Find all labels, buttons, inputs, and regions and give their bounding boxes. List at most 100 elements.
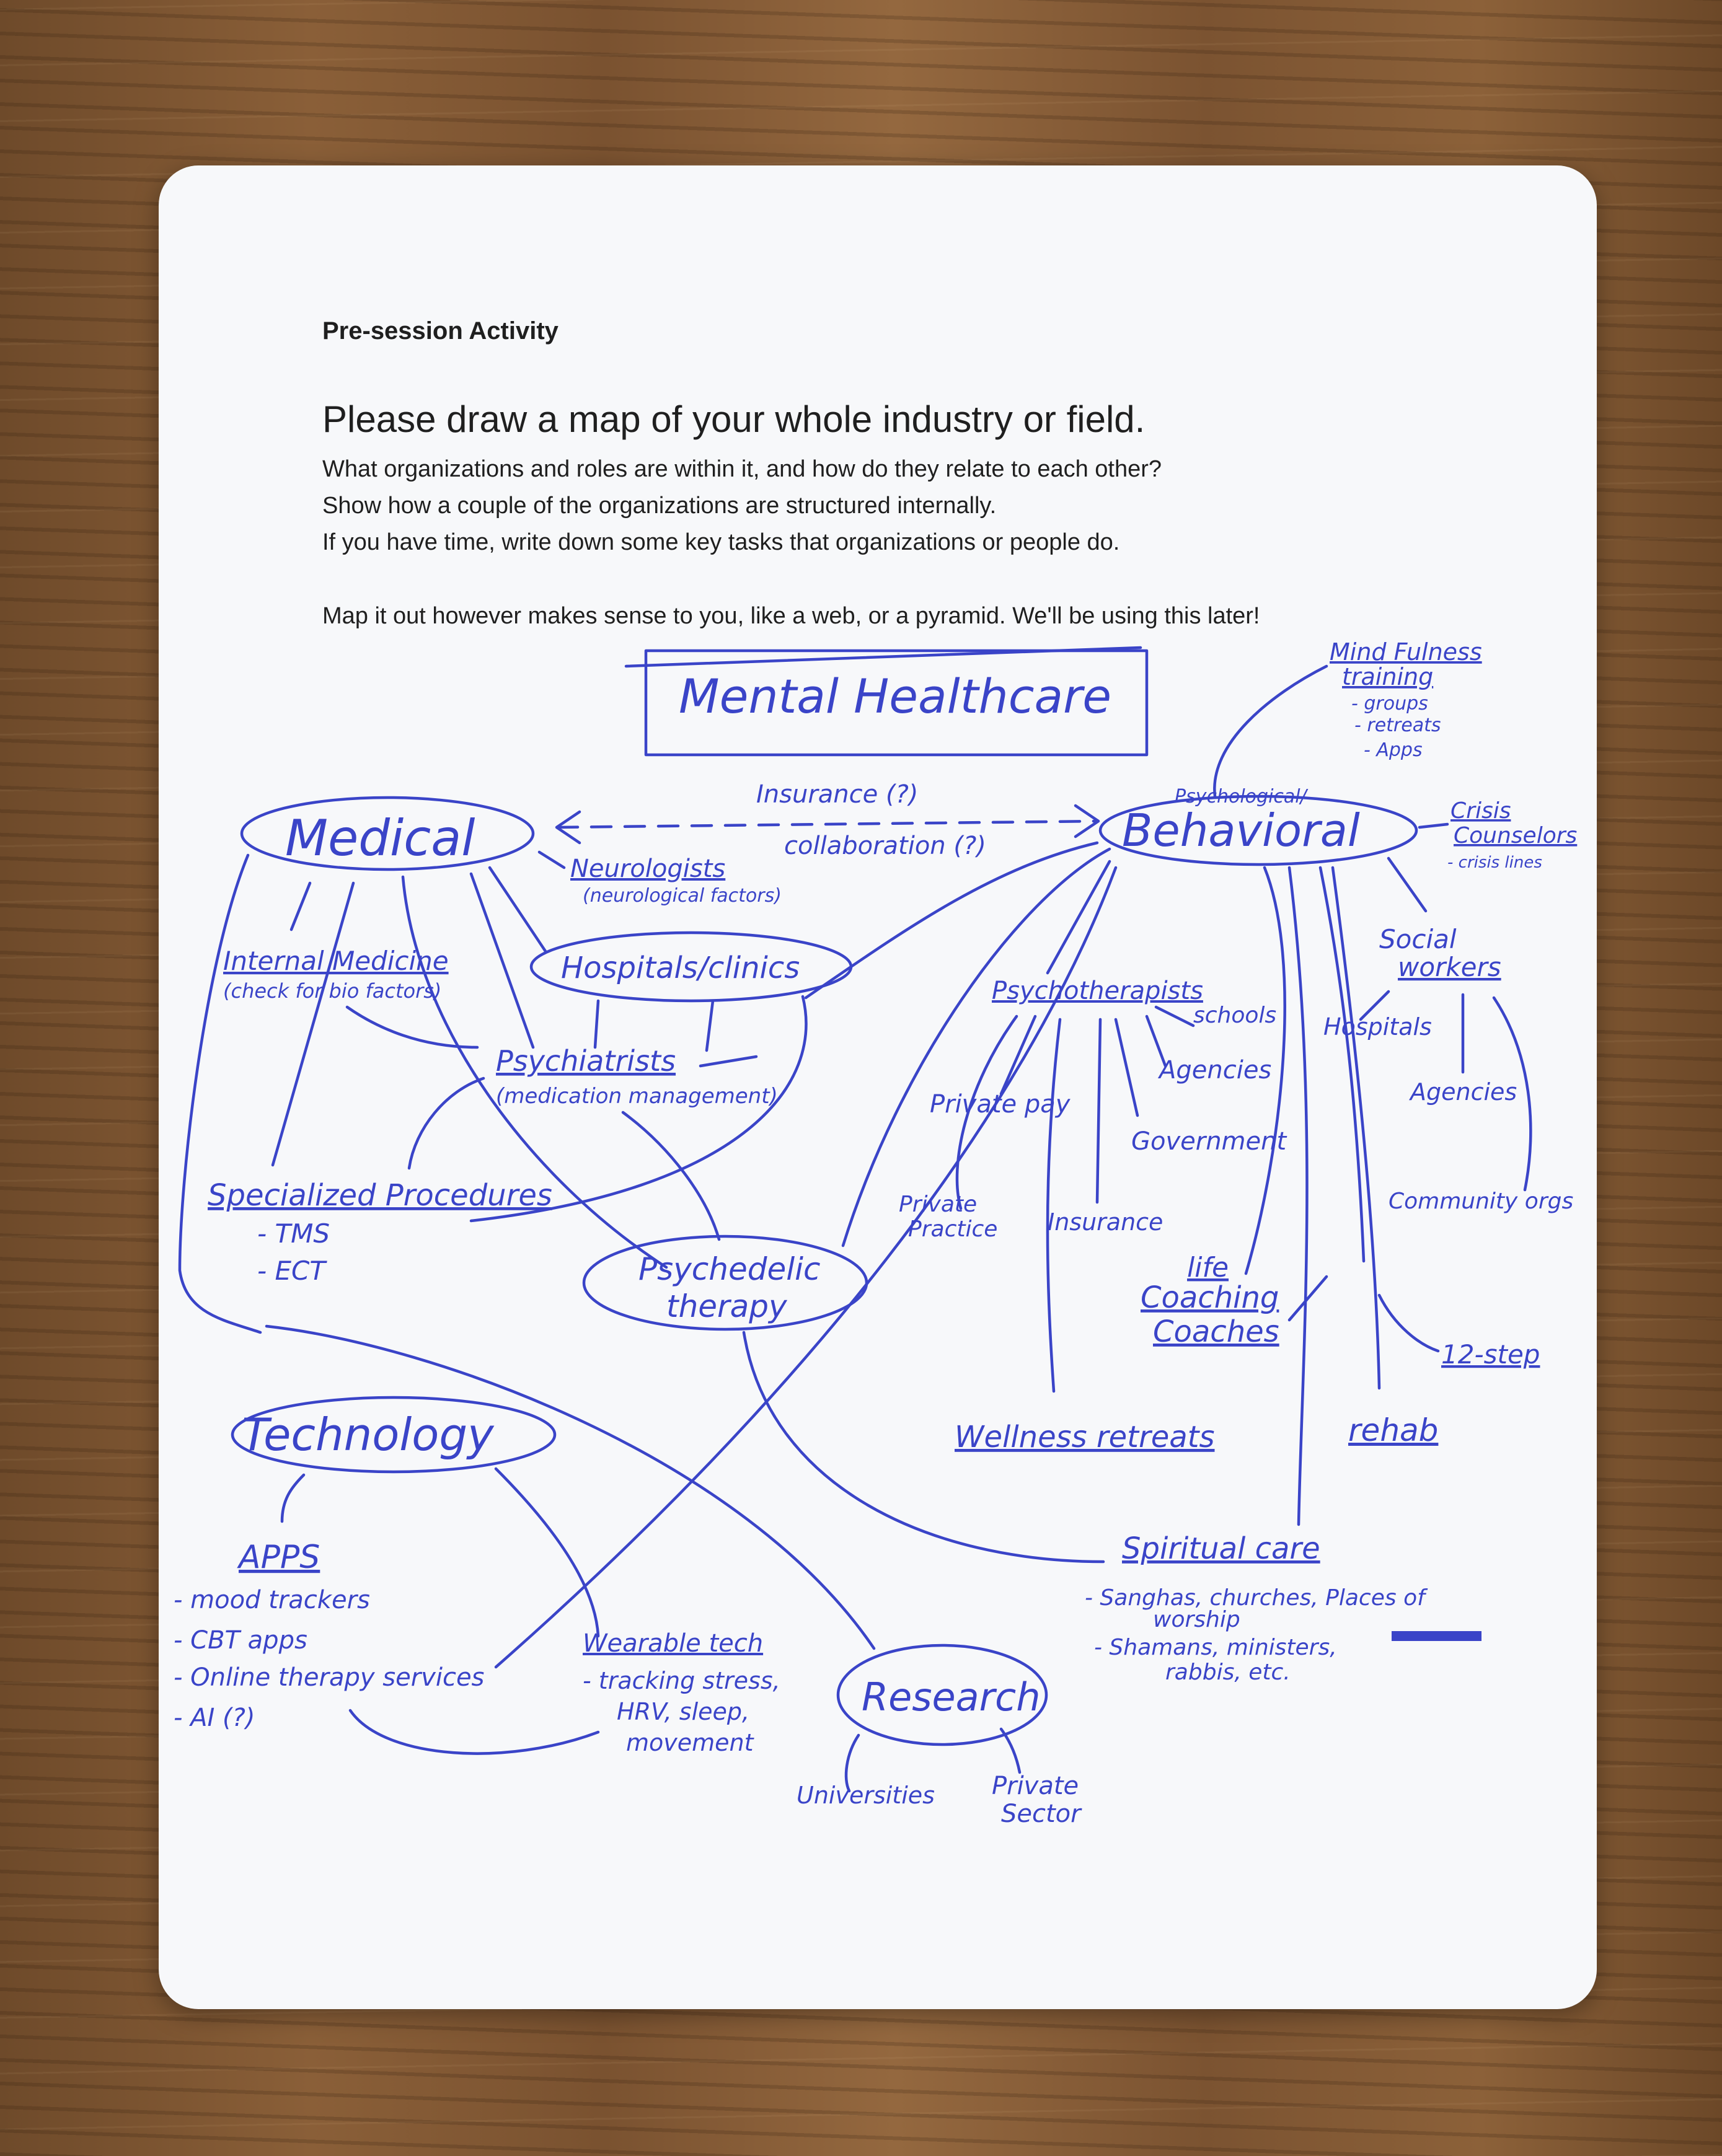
hospitals-clinics-label: Hospitals/clinics — [561, 951, 800, 985]
private-sector-sector: Sector — [1001, 1800, 1082, 1828]
edge-behavioral-coaching — [1244, 866, 1286, 1275]
spiritual-item-2: - Shamans, ministers, — [1094, 1635, 1337, 1660]
edge-psycho-wellness — [1046, 1018, 1062, 1393]
map-title: Mental Healthcare — [679, 669, 1111, 724]
edge-behavioral-hospitals — [804, 841, 1099, 1000]
edge-behavioral-rehab — [1331, 866, 1381, 1390]
edge-social-hospitals — [1359, 990, 1390, 1021]
workers-label: workers — [1398, 952, 1501, 982]
edge-medical-neuro — [537, 850, 566, 869]
private-sector-private: Private — [992, 1772, 1079, 1800]
practice-label: Practice — [908, 1217, 997, 1242]
edge-twelvestep-arrow — [1377, 1293, 1440, 1353]
procedure-tms: - TMS — [257, 1218, 330, 1249]
behavioral-ellipse — [1098, 794, 1418, 866]
mindfulness-groups: - groups — [1351, 693, 1428, 715]
internal-medicine-note: (check for bio factors) — [223, 979, 441, 1003]
edge-social-community — [1492, 996, 1532, 1192]
medical-label: Medical — [285, 809, 475, 867]
mindfulness-apps: - Apps — [1364, 739, 1423, 761]
schools-label: schools — [1193, 1003, 1276, 1028]
edge-psychiatrists-right — [699, 1055, 758, 1068]
wearable-item-2: HRV, sleep, — [617, 1698, 749, 1725]
edge-behavioral-spiritual — [1287, 866, 1309, 1526]
spiritual-care-label: Spiritual care — [1122, 1531, 1320, 1566]
edge-psychiatrists-psychedelic — [621, 1111, 721, 1241]
technology-label: Technology — [242, 1409, 495, 1461]
edge-medical-research — [265, 1324, 876, 1650]
insurance-label: Insurance — [1048, 1208, 1163, 1236]
link-arrow-right — [1074, 804, 1100, 838]
training-label: training — [1342, 663, 1433, 690]
edge-coaching-mark — [1287, 1275, 1328, 1322]
crisis-label: Crisis — [1450, 798, 1511, 824]
coaches-label: Coaches — [1153, 1314, 1279, 1349]
edge-behavioral-social — [1387, 856, 1428, 913]
worksheet-paper — [159, 165, 1597, 2009]
edge-psycho-schools — [1154, 1005, 1195, 1027]
technology-ellipse — [231, 1396, 557, 1474]
psychotherapists-label: Psychotherapists — [992, 977, 1203, 1005]
edge-medical-left — [178, 853, 262, 1334]
life-label: life — [1187, 1252, 1229, 1283]
edge-medical-hospitals — [488, 866, 547, 953]
social-label: Social — [1379, 924, 1457, 954]
edge-psychedelic-spiritual — [742, 1331, 1105, 1564]
edge-behavioral-mindfulness — [1213, 664, 1328, 798]
behavioral-prefix: Psychological/ — [1175, 786, 1309, 807]
procedure-ect: - ECT — [257, 1256, 327, 1286]
private-pay-label: Private pay — [930, 1090, 1071, 1119]
edge-tech-wearable — [494, 1467, 600, 1638]
wellness-retreats-label: Wellness retreats — [955, 1420, 1214, 1454]
twelve-step-label: 12-step — [1441, 1339, 1540, 1370]
neurologists-label: Neurologists — [570, 855, 725, 883]
behavioral-label: Behavioral — [1122, 804, 1360, 856]
research-label: Research — [862, 1674, 1041, 1720]
edge-psychiatrists-procedures — [407, 1076, 485, 1170]
wearable-item-1: - tracking stress, — [583, 1667, 780, 1694]
therapy-label: therapy — [666, 1288, 788, 1324]
mindfulness-label: Mind Fulness — [1330, 638, 1482, 666]
research-ellipse — [836, 1643, 1048, 1746]
psycho-agencies-label: Agencies — [1157, 1056, 1271, 1085]
edge-behavioral-twelvestep — [1318, 866, 1366, 1263]
link-insurance-label: Insurance (?) — [756, 780, 918, 809]
edge-internal-psychiatrists — [345, 1005, 479, 1049]
edge-behavioral-psychedelic — [841, 847, 1111, 1247]
instruction-line: If you have time, write down some key ta… — [322, 529, 1120, 555]
medical-ellipse — [240, 796, 535, 871]
title-box — [644, 649, 1149, 757]
edge-medical-psychedelic — [401, 875, 668, 1269]
universities-label: Universities — [797, 1782, 935, 1809]
edge-behavioral-online-therapy — [494, 866, 1118, 1669]
wearable-tech-label: Wearable tech — [583, 1629, 763, 1658]
link-dashed-line — [556, 819, 1099, 829]
instruction-line: What organizations and roles are within … — [322, 456, 1162, 482]
title-box-overline — [624, 646, 1142, 668]
link-arrow-left — [555, 810, 581, 845]
instruction-line: Show how a couple of the organizations a… — [322, 493, 997, 519]
apps-item-ai: - AI (?) — [174, 1704, 255, 1732]
link-collaboration-label: collaboration (?) — [784, 832, 986, 860]
social-hospitals-label: Hospitals — [1323, 1013, 1432, 1041]
edge-tech-apps — [280, 1473, 306, 1523]
private-label: Private — [899, 1192, 977, 1217]
government-label: Government — [1131, 1127, 1287, 1156]
apps-item-mood: - mood trackers — [174, 1586, 370, 1614]
psychiatrists-note: (medication management) — [496, 1084, 778, 1109]
mindfulness-retreats: - retreats — [1354, 715, 1441, 736]
coaching-label: Coaching — [1141, 1280, 1279, 1315]
community-orgs-label: Community orgs — [1389, 1189, 1573, 1214]
edge-apps-wearable — [348, 1709, 600, 1755]
internal-medicine-label: Internal Medicine — [223, 946, 449, 976]
edge-behavioral-crisis — [1418, 822, 1449, 829]
spiritual-item-1: - Sanghas, churches, Places of — [1085, 1585, 1428, 1611]
edge-psycho-agencies — [1145, 1014, 1167, 1068]
wearable-item-3: movement — [626, 1729, 755, 1756]
psychedelic-label: Psychedelic — [638, 1251, 821, 1287]
edge-psycho-insurance — [1095, 1018, 1102, 1204]
apps-item-online: - Online therapy services — [174, 1663, 484, 1692]
apps-label: APPS — [237, 1539, 320, 1576]
activity-label: Pre-session Activity — [322, 317, 559, 345]
